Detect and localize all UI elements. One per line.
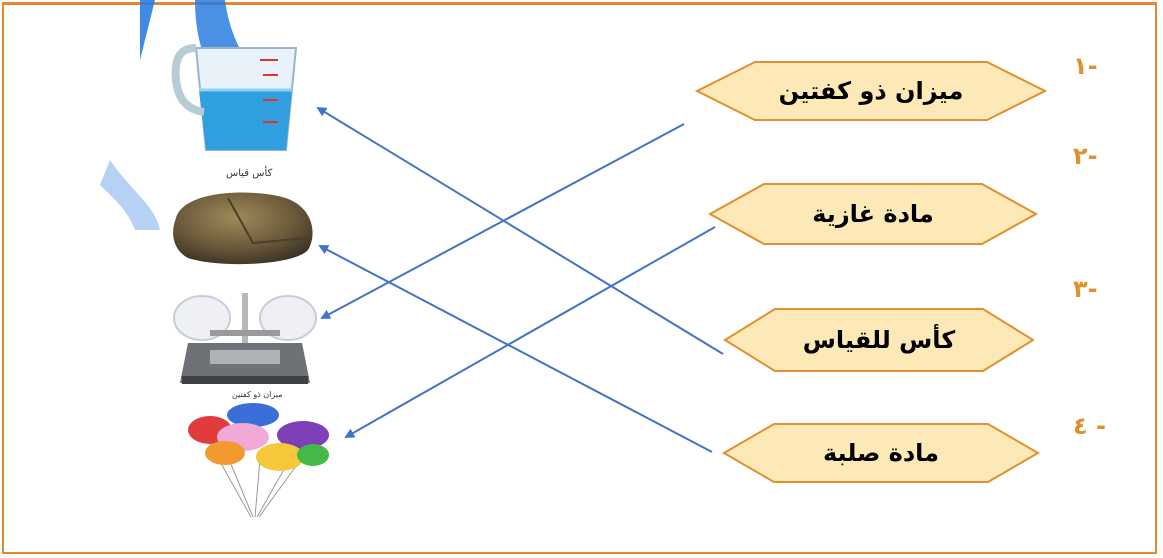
rock-icon	[173, 192, 313, 265]
term-label-2: مادة غازية	[812, 200, 934, 228]
line-cup-to-measuring-cup	[316, 106, 724, 355]
term-box-1[interactable]: ميزان ذو كفتين	[694, 60, 1048, 122]
item-number-3: ٣-	[1073, 275, 1098, 303]
balloons-picture[interactable]	[185, 403, 335, 518]
term-box-shape	[707, 183, 1039, 245]
measuring-cup-caption: كأس قياس	[226, 168, 273, 179]
rock-picture[interactable]	[168, 188, 318, 268]
term-box-shape	[694, 61, 1048, 121]
measuring-cup-picture[interactable]: كأس قياس	[168, 40, 318, 190]
item-number-4: ٤ -	[1073, 412, 1106, 440]
term-label-1: ميزان ذو كفتين	[778, 77, 964, 105]
term-label-4: مادة صلبة	[822, 439, 940, 467]
line-gas-to-balloons	[344, 226, 716, 438]
line-solid-to-rock	[318, 245, 713, 453]
term-box-shape	[723, 308, 1035, 372]
balance-scale-icon	[173, 293, 317, 384]
item-number-2: ٢-	[1073, 142, 1098, 170]
term-label-3: كأس للقياس	[802, 326, 956, 354]
term-box-4[interactable]: مادة صلبة	[722, 422, 1040, 484]
balance-scale-picture[interactable]: ميزان ذو كفتين	[170, 288, 320, 408]
item-number-1: ١-	[1073, 52, 1098, 80]
balloons-icon	[188, 403, 329, 518]
term-box-shape	[722, 423, 1040, 483]
measuring-cup-icon	[171, 44, 298, 151]
balance-scale-caption: ميزان ذو كفتين	[232, 390, 283, 399]
term-box-2[interactable]: مادة غازية	[707, 182, 1039, 246]
term-box-3[interactable]: كأس للقياس	[723, 307, 1035, 373]
